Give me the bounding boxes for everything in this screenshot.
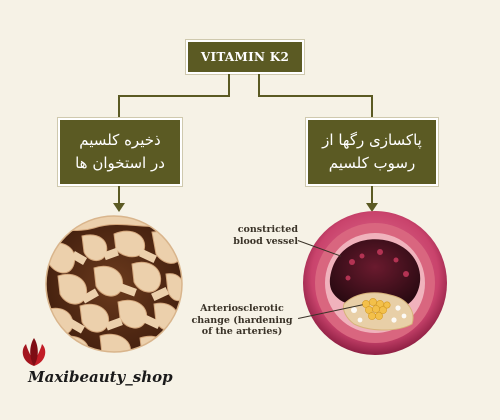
artery-cross-section-illustration: [303, 211, 447, 355]
connector-left-top: [118, 95, 230, 97]
arteriosclerotic-label-line-2: change (hardening: [191, 314, 293, 326]
vessel-benefit-line-2: رسوب کلسیم: [328, 154, 416, 172]
connector-left-horizontal: [228, 74, 230, 96]
flower-logo-icon: [22, 338, 46, 366]
connector-right-vertical: [258, 74, 260, 96]
brand-watermark: Maxibeauty_shop: [28, 368, 173, 386]
bone-tissue-illustration: [45, 215, 183, 353]
arrow-left-head: [113, 203, 125, 212]
title-box: VITAMIN K2: [186, 40, 304, 74]
arteriosclerotic-label-line-3: of the arteries): [201, 326, 283, 337]
bone-benefit-line-2: در استخوان ها: [75, 154, 165, 172]
vessel-benefit-line-1: پاکسازی رگها از: [322, 131, 422, 149]
constricted-label-line-2: blood vessel: [233, 235, 298, 247]
arrow-right-head: [366, 203, 378, 212]
connector-right-down: [371, 95, 373, 118]
constricted-vessel-label: constricted blood vessel: [200, 224, 298, 247]
connector-left-down: [118, 95, 120, 118]
bone-benefit-line-1: ذخیره کلسیم: [79, 131, 161, 149]
arrow-right-shaft: [371, 186, 373, 204]
title-text: VITAMIN K2: [200, 50, 290, 64]
arteriosclerotic-label: Arteriosclerotic change (hardening of th…: [186, 303, 298, 338]
vessel-benefit-box: پاکسازی رگها از رسوب کلسیم: [306, 118, 438, 186]
bone-benefit-box: ذخیره کلسیم در استخوان ها: [58, 118, 182, 186]
constricted-label-line-1: constricted: [237, 224, 298, 235]
connector-right-top: [258, 95, 372, 97]
arrow-left-shaft: [118, 186, 120, 204]
arteriosclerotic-label-line-1: Arteriosclerotic: [200, 303, 284, 314]
